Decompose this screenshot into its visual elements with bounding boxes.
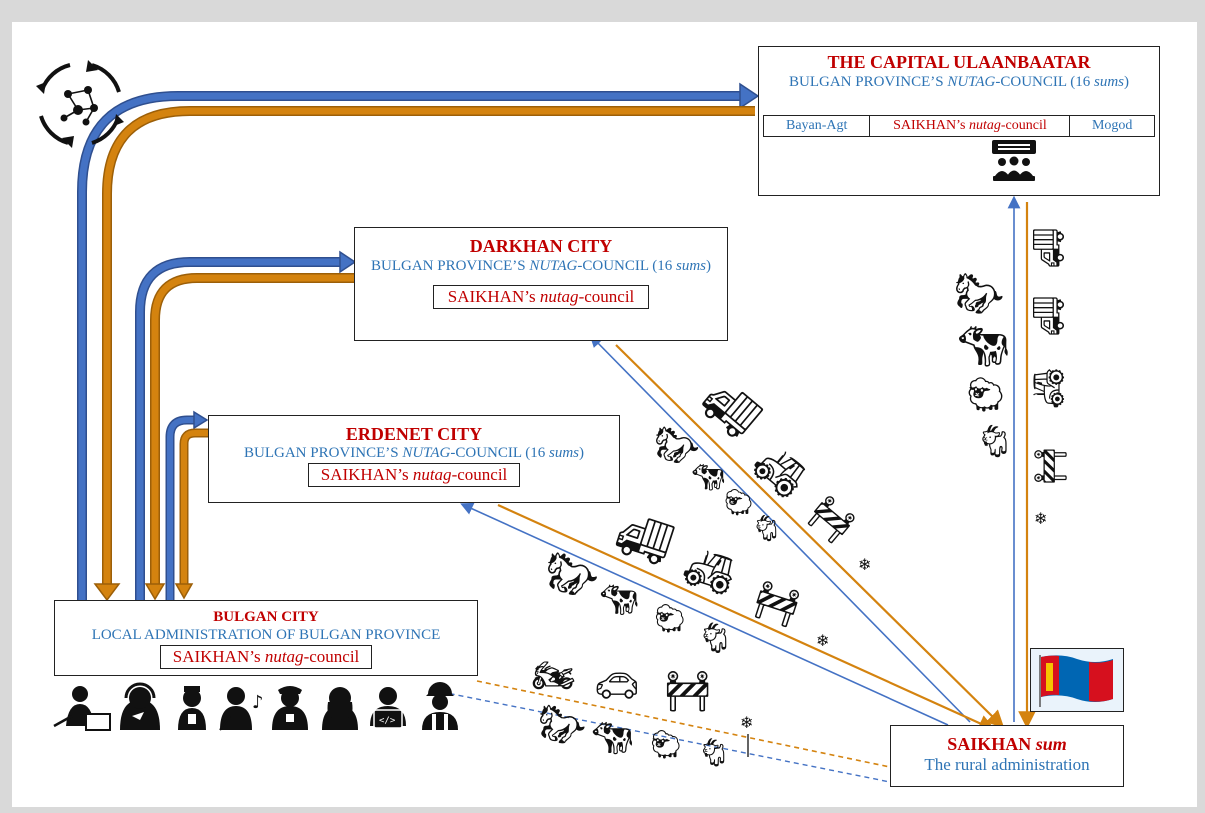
horse-icon: 🐎︎ — [546, 552, 600, 598]
bulldozer-icon: 🚧︎ — [1032, 445, 1069, 487]
snowflake-icon: ❄ — [1034, 511, 1048, 528]
ulaanbaatar-sum-mogod: Mogod — [1091, 118, 1133, 133]
sheep-icon: 🐑︎ — [648, 730, 684, 761]
erdenet-box: ERDENET CITY BULGAN PROVINCE’S NUTAG-COU… — [208, 415, 620, 503]
goat-icon: 🐐︎ — [750, 514, 784, 543]
orange-flow-erdenet — [179, 428, 208, 587]
orange-line-erdenet-saikhan — [497, 503, 997, 732]
flow-arrows — [77, 79, 1036, 783]
car-icon: 🚗︎ — [594, 666, 640, 706]
atv-icon: 🏍︎ — [532, 658, 576, 695]
bulgan-saikhan-council: SAIKHAN’s nutag-council — [159, 645, 373, 669]
darkhan-box: DARKHAN CITY BULGAN PROVINCE’S NUTAG-COU… — [354, 227, 728, 341]
darkhan-saikhan-council: SAIKHAN’s nutag-council — [432, 285, 650, 309]
goat-icon: 🐐︎ — [974, 423, 1015, 459]
orange-dashed-line-bulgan — [476, 680, 891, 768]
horse-icon: 🐎︎ — [954, 271, 1005, 316]
truck-icon: 🚚︎ — [1030, 227, 1067, 269]
bulgan-subtitle: LOCAL ADMINISTRATION OF BULGAN PROVINCE — [91, 627, 441, 643]
erdenet-saikhan-council: SAIKHAN’s nutag-council — [307, 463, 521, 487]
goat-icon: 🐐︎ — [696, 622, 735, 655]
blue-line-saikhan-erdenet — [460, 502, 949, 726]
ulaanbaatar-title: THE CAPITAL ULAANBAATAR — [827, 52, 1091, 72]
tractor-icon: 🚜︎ — [1030, 367, 1067, 409]
erdenet-council: BULGAN PROVINCE’S NUTAG-COUNCIL (16 sums… — [243, 445, 585, 461]
saikhan-subtitle: The rural administration — [924, 755, 1090, 774]
diagram-canvas: THE CAPITAL ULAANBAATAR BULGAN PROVINCE’… — [12, 22, 1197, 807]
mongolian-flag-icon — [1030, 648, 1124, 712]
horse-icon: 🐎︎ — [654, 425, 700, 465]
bulgan-title: BULGAN CITY — [213, 609, 319, 625]
ulaanbaatar-box: THE CAPITAL ULAANBAATAR BULGAN PROVINCE’… — [758, 46, 1160, 196]
bulldozer-icon: 🚧︎ — [662, 669, 713, 714]
saikhan-box: SAIKHAN sum The rural administration — [890, 725, 1124, 787]
snowflake-icon: ❄ — [816, 633, 830, 650]
ulaanbaatar-council: BULGAN PROVINCE’S NUTAG-COUNCIL (16 sums… — [788, 74, 1130, 90]
bulgan-box: BULGAN CITY LOCAL ADMINISTRATION OF BULG… — [54, 600, 478, 676]
ulaanbaatar-sum-strip: Bayan-Agt SAIKHAN’s nutag-council Mogod — [763, 115, 1155, 137]
darkhan-title: DARKHAN CITY — [469, 236, 613, 256]
snowflake-icon: ❄ — [858, 557, 872, 574]
blue-line-saikhan-darkhan — [589, 334, 971, 723]
ulaanbaatar-sum-bayan-agt: Bayan-Agt — [764, 116, 871, 136]
truck-icon: 🚚︎ — [1030, 295, 1067, 337]
cow-icon: 🐄︎ — [692, 463, 726, 492]
cow-icon: 🐄︎ — [592, 720, 633, 756]
goat-icon: 🐐︎ — [696, 738, 732, 769]
orange-flow-ulaanbaatar — [102, 106, 755, 587]
sheep-icon: 🐑︎ — [652, 604, 688, 635]
ulaanbaatar-sum-saikhan: SAIKHAN’s nutag-council — [870, 116, 1071, 136]
saikhan-title: SAIKHAN sum — [947, 734, 1067, 754]
darkhan-council: BULGAN PROVINCE’S NUTAG-COUNCIL (16 sums… — [370, 258, 712, 274]
erdenet-title: ERDENET CITY — [345, 424, 483, 444]
orange-line-darkhan-saikhan — [615, 344, 1005, 729]
blue-dashed-line-bulgan — [431, 689, 891, 783]
sheep-icon: 🐑︎ — [722, 488, 756, 517]
cow-icon: 🐄︎ — [600, 584, 639, 617]
snowflake-icon: ❄ — [740, 715, 754, 732]
horse-icon: 🐎︎ — [538, 704, 587, 746]
sheep-icon: 🐑︎ — [964, 377, 1008, 414]
cow-icon: 🐄︎ — [958, 324, 1009, 369]
